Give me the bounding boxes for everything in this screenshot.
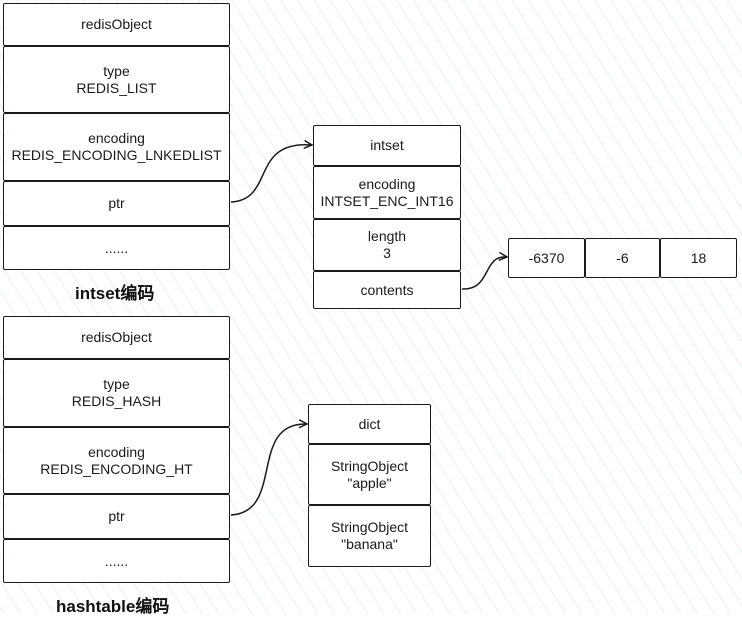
- encoding-value: INTSET_ENC_INT16: [320, 192, 454, 209]
- contents-value: -6370: [528, 249, 565, 266]
- dict-header: dict: [308, 404, 431, 444]
- intset-object-encoding-cell: encoding REDIS_ENCODING_LNKEDLIST: [3, 113, 230, 181]
- intset-object-ptr-cell: ptr: [3, 181, 230, 226]
- more-label: ......: [104, 552, 129, 569]
- contents-element: -6: [585, 238, 660, 278]
- entry-label: StringObject: [330, 519, 409, 535]
- hashtable-object-header: redisObject: [3, 316, 230, 359]
- length-label: length: [367, 228, 407, 244]
- more-label: ......: [104, 239, 129, 256]
- type-value: REDIS_LIST: [76, 79, 157, 96]
- contents-element: 18: [660, 238, 737, 278]
- contents-label: contents: [360, 281, 414, 298]
- entry-value: "banana": [341, 536, 398, 552]
- hashtable-object-ptr-cell: ptr: [3, 494, 230, 539]
- length-value: 3: [383, 245, 391, 261]
- type-label: type: [103, 376, 130, 392]
- intset-object-more-cell: ......: [3, 226, 230, 270]
- contents-element: -6370: [508, 238, 585, 278]
- intset-struct-length-cell: length 3: [313, 219, 461, 271]
- hashtable-object-encoding-cell: encoding REDIS_ENCODING_HT: [3, 427, 230, 494]
- encoding-value: REDIS_ENCODING_LNKEDLIST: [11, 147, 222, 163]
- intset-struct-header: intset: [313, 125, 461, 166]
- contents-value: -6: [616, 249, 629, 266]
- entry-label: StringObject: [330, 457, 409, 474]
- type-value: REDIS_HASH: [71, 393, 162, 409]
- header-text: dict: [358, 415, 381, 432]
- intset-struct-contents-cell: contents: [313, 271, 461, 309]
- header-text: intset: [370, 137, 404, 153]
- type-label: type: [103, 62, 130, 79]
- dict-entry-apple: StringObject "apple": [308, 444, 431, 505]
- encoding-label: encoding: [88, 130, 145, 146]
- ptr-label: ptr: [108, 195, 125, 211]
- intset-object-type-cell: type REDIS_LIST: [3, 46, 230, 113]
- encoding-label: encoding: [358, 175, 416, 192]
- hashtable-object-more-cell: ......: [3, 539, 230, 583]
- hashtable-object-type-cell: type REDIS_HASH: [3, 359, 230, 427]
- intset-object-header: redisObject: [3, 3, 230, 46]
- hashtable-caption: hashtable编码: [56, 597, 170, 616]
- entry-value: "apple": [347, 474, 392, 491]
- header-text: redisObject: [81, 16, 152, 32]
- header-text: redisObject: [81, 329, 152, 345]
- ptr-label: ptr: [108, 508, 125, 524]
- intset-struct-encoding-cell: encoding INTSET_ENC_INT16: [313, 166, 461, 219]
- encoding-value: REDIS_ENCODING_HT: [40, 460, 193, 477]
- contents-value: 18: [690, 249, 707, 266]
- intset-caption: intset编码: [75, 284, 155, 303]
- encoding-label: encoding: [88, 443, 145, 460]
- dict-entry-banana: StringObject "banana": [308, 505, 431, 567]
